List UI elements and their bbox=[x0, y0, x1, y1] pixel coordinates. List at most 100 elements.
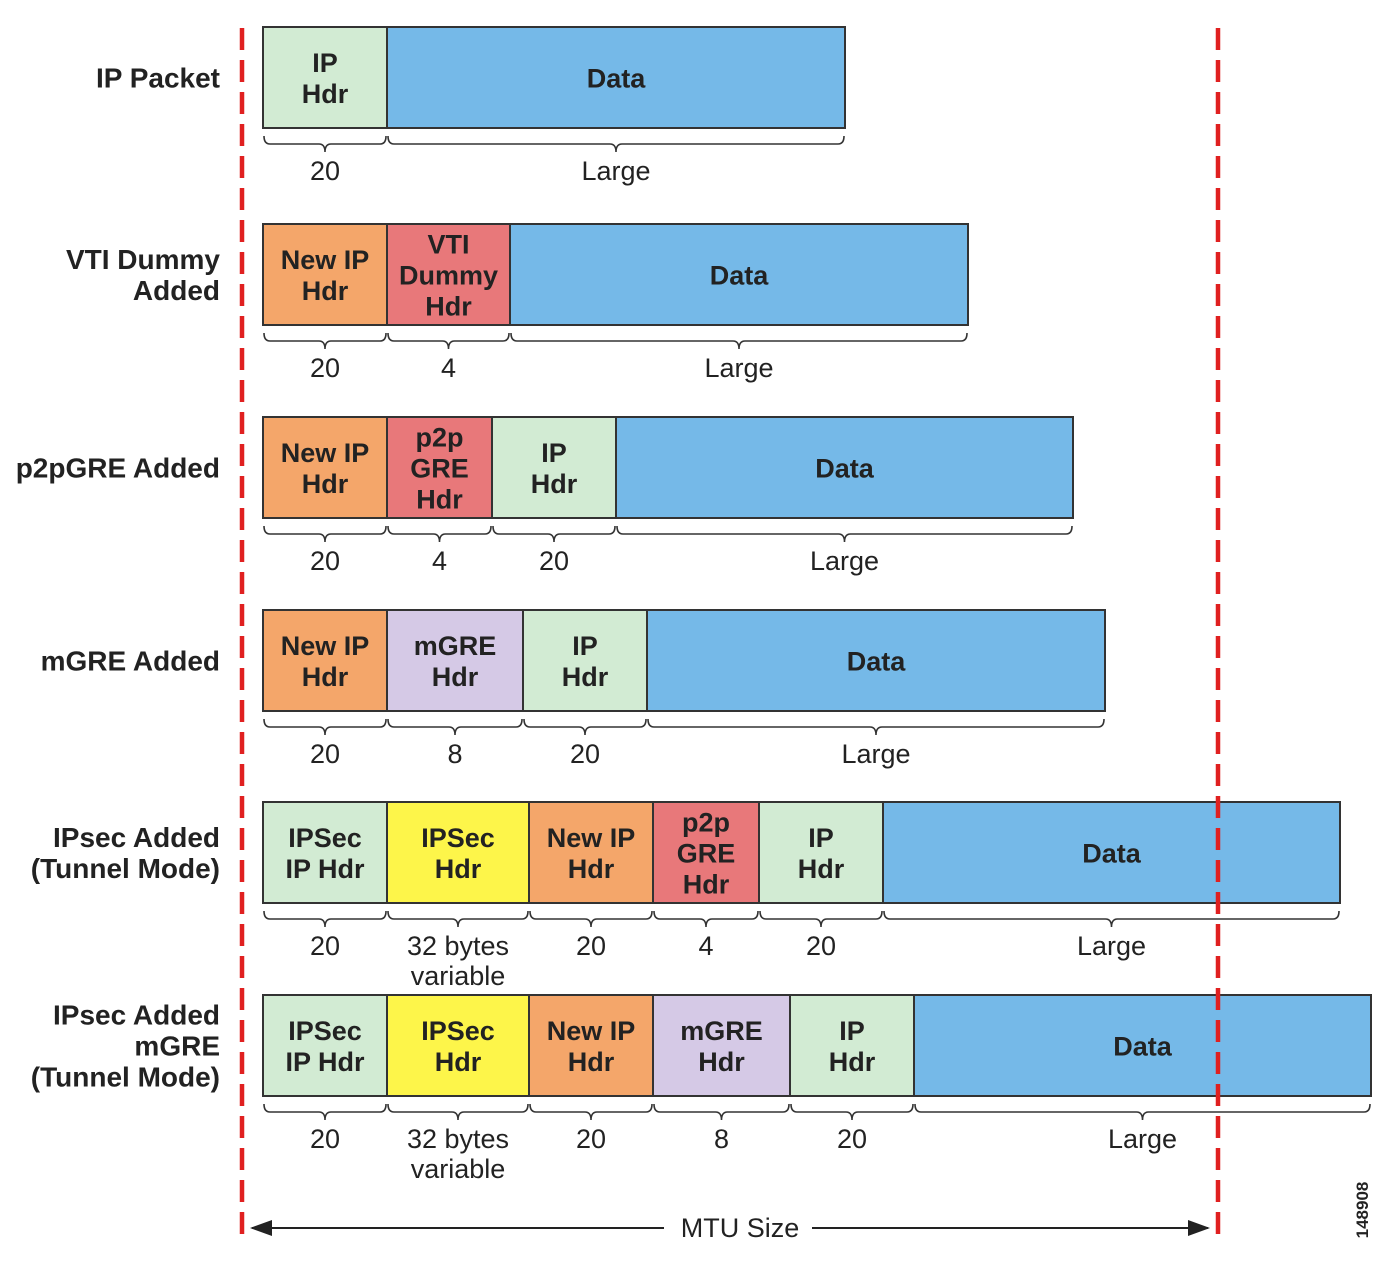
segment-label-line: p2p bbox=[415, 423, 463, 453]
segment-size-label: 20 bbox=[576, 931, 606, 961]
row-label-line: VTI Dummy bbox=[66, 244, 220, 275]
row-label-line: Added bbox=[133, 275, 220, 306]
size-brace bbox=[263, 1103, 387, 1121]
segment-size-label: 4 bbox=[432, 546, 447, 576]
segment-label-line: Hdr bbox=[698, 1047, 745, 1077]
segment-size-label: Large bbox=[810, 546, 879, 576]
segment-size-label: Large bbox=[1077, 931, 1146, 961]
segment-label-line: Hdr bbox=[302, 79, 349, 109]
segment-label-line: New IP bbox=[281, 245, 370, 275]
size-brace bbox=[653, 1103, 790, 1121]
segment-size-label: 20 bbox=[310, 156, 340, 186]
segment-label-line: New IP bbox=[547, 823, 636, 853]
segment-size-label: variable bbox=[411, 961, 506, 991]
segment-box bbox=[509, 223, 969, 326]
segment-size-label: Large bbox=[1108, 1124, 1177, 1154]
mtu-arrowhead-left bbox=[250, 1220, 272, 1236]
size-brace bbox=[263, 135, 387, 153]
segment-size-label: 8 bbox=[714, 1124, 729, 1154]
segment-label-line: IP Hdr bbox=[285, 1047, 365, 1077]
segment-size-label: 20 bbox=[837, 1124, 867, 1154]
segment-size-label: Large bbox=[841, 739, 910, 769]
segment-size-label: 8 bbox=[447, 739, 462, 769]
segment-label-line: Data bbox=[710, 261, 770, 291]
segment-size-label: variable bbox=[411, 1154, 506, 1184]
row-label-line: (Tunnel Mode) bbox=[31, 1062, 220, 1093]
segment-box bbox=[386, 416, 493, 519]
segment-size-label: 20 bbox=[570, 739, 600, 769]
row-label-line: mGRE Added bbox=[41, 646, 220, 677]
segment-size-label: 20 bbox=[310, 739, 340, 769]
segment-box bbox=[528, 801, 654, 904]
segment-box bbox=[882, 801, 1341, 904]
segment-label-line: IP bbox=[312, 48, 338, 78]
size-brace bbox=[510, 332, 968, 350]
segment-label-line: Data bbox=[815, 454, 875, 484]
segment-box bbox=[262, 223, 388, 326]
segment-size-label: 20 bbox=[310, 931, 340, 961]
segment-box bbox=[758, 801, 884, 904]
segment-box bbox=[386, 994, 530, 1097]
segment-box bbox=[262, 416, 388, 519]
segment-label-line: Hdr bbox=[432, 662, 479, 692]
size-brace bbox=[387, 1103, 529, 1121]
segment-label-line: Hdr bbox=[562, 662, 609, 692]
segment-label-line: Dummy bbox=[399, 261, 498, 291]
segment-size-label: 4 bbox=[698, 931, 713, 961]
segment-label-line: Hdr bbox=[531, 469, 578, 499]
segment-label-line: New IP bbox=[281, 438, 370, 468]
segment-label-line: Hdr bbox=[425, 292, 472, 322]
row-label-line: IP Packet bbox=[96, 63, 220, 94]
segment-label-line: Hdr bbox=[435, 1047, 482, 1077]
row-label-line: (Tunnel Mode) bbox=[31, 853, 220, 884]
segment-size-label: 4 bbox=[441, 353, 456, 383]
row-label-line: IPsec Added bbox=[53, 1000, 220, 1031]
segment-label-line: IPSec bbox=[421, 823, 495, 853]
segment-size-label: 20 bbox=[310, 353, 340, 383]
segment-label-line: Data bbox=[1113, 1032, 1173, 1062]
size-brace bbox=[647, 718, 1105, 736]
segment-label-line: p2p bbox=[682, 808, 730, 838]
segment-size-label: 20 bbox=[310, 546, 340, 576]
segment-label-line: IP bbox=[572, 631, 598, 661]
size-brace bbox=[387, 910, 529, 928]
segment-label-line: Hdr bbox=[798, 854, 845, 884]
size-brace bbox=[653, 910, 759, 928]
segment-label-line: IPSec bbox=[421, 1016, 495, 1046]
segment-box bbox=[262, 994, 388, 1097]
size-brace bbox=[529, 1103, 653, 1121]
segment-label-line: GRE bbox=[410, 454, 469, 484]
segment-label-line: mGRE bbox=[414, 631, 497, 661]
segment-box bbox=[262, 801, 388, 904]
size-brace bbox=[387, 135, 845, 153]
segment-label-line: Hdr bbox=[302, 276, 349, 306]
size-brace bbox=[492, 525, 616, 543]
segment-label-line: mGRE bbox=[680, 1016, 763, 1046]
size-brace bbox=[523, 718, 647, 736]
size-brace bbox=[387, 718, 523, 736]
segment-box bbox=[491, 416, 617, 519]
segment-size-label: 32 bytes bbox=[407, 1124, 509, 1154]
segment-box bbox=[528, 994, 654, 1097]
segment-label-line: Hdr bbox=[302, 469, 349, 499]
segment-label-line: IP Hdr bbox=[285, 854, 365, 884]
segment-label-line: IP bbox=[541, 438, 567, 468]
segment-label-line: New IP bbox=[547, 1016, 636, 1046]
size-brace bbox=[387, 332, 510, 350]
segment-box bbox=[615, 416, 1074, 519]
segment-size-label: Large bbox=[581, 156, 650, 186]
size-brace bbox=[790, 1103, 914, 1121]
